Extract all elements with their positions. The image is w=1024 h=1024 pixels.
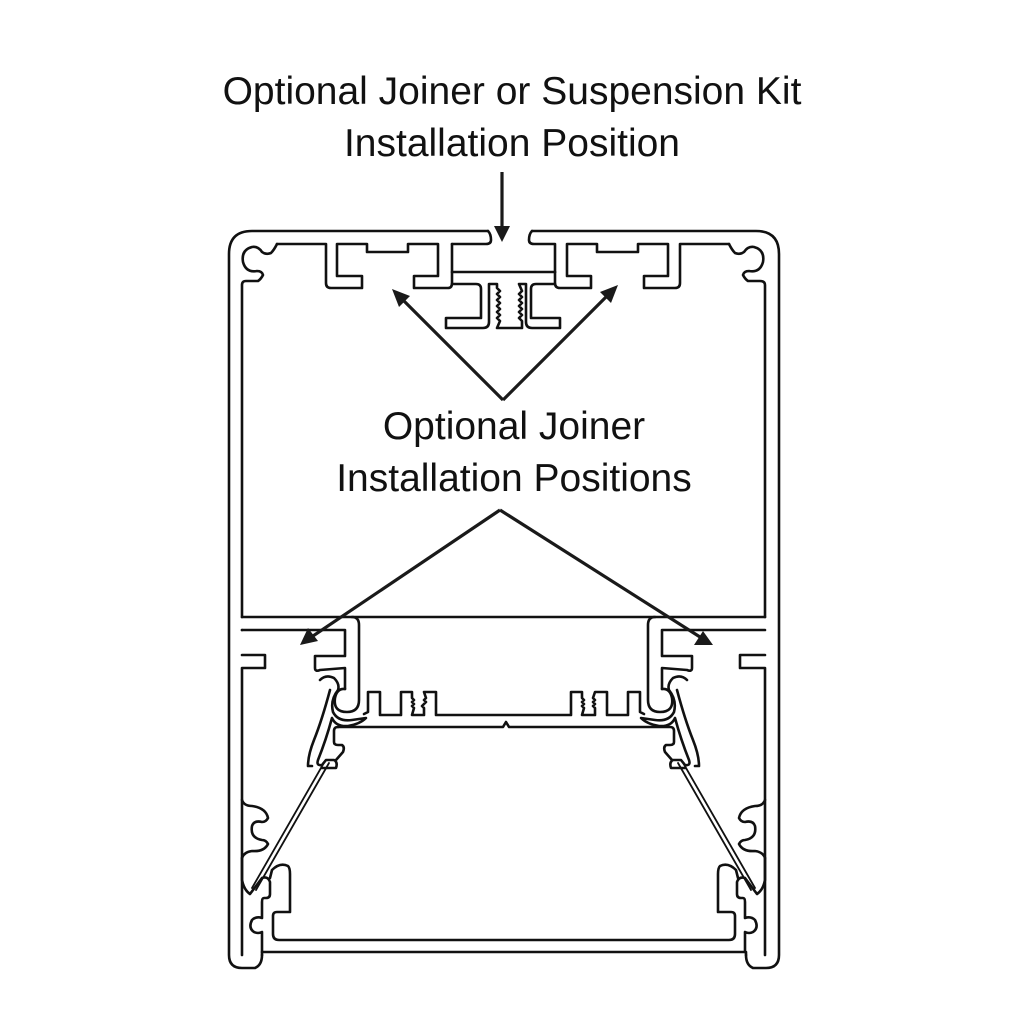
- arrow-lower-right-shaft: [499, 508, 701, 639]
- top-left-screw-boss: [240, 242, 279, 619]
- arrow-lower-left-head: [300, 628, 318, 645]
- top-inner-wall-right: [527, 229, 557, 274]
- right-lens-holder: [639, 675, 767, 954]
- upper-right-t-slot: [553, 242, 731, 290]
- arrow-upper-right-head: [600, 285, 618, 303]
- chamber-divider: [240, 615, 767, 957]
- top-label-line2: Installation Position: [344, 122, 680, 165]
- top-right-screw-boss: [727, 242, 767, 619]
- left-diffuser-lens-b: [255, 762, 330, 891]
- top-center-threaded-channel: [444, 282, 562, 330]
- outer-housing: [227, 229, 781, 970]
- lower-right-lens-clip: [735, 856, 767, 954]
- lower-left-lens-clip: [240, 856, 272, 954]
- middle-label-line2: Installation Positions: [336, 457, 692, 500]
- lower-right-t-slot: [660, 628, 767, 957]
- carrier-bottom-plate-left: [332, 725, 346, 762]
- lower-left-t-slot: [240, 628, 347, 957]
- top-label-line1: Optional Joiner or Suspension Kit: [223, 70, 802, 113]
- lower-left-clip-hook: [268, 863, 740, 942]
- right-arm-outer: [639, 675, 691, 770]
- top-inner-wall-left: [450, 229, 557, 274]
- outer-bottom-edge: [260, 950, 748, 957]
- arrow-upper-left-head: [392, 289, 410, 307]
- lower-left-screw-boss: [240, 798, 270, 860]
- left-lens-holder: [240, 675, 740, 954]
- left-arm-body: [306, 688, 332, 768]
- arrow-upper-right-shaft: [501, 291, 612, 402]
- lower-right-screw-boss: [737, 798, 767, 860]
- outer-frame-left: [227, 229, 490, 970]
- led-carrier: [332, 690, 676, 762]
- arrow-top-head: [494, 226, 510, 242]
- left-arm-outer: [316, 675, 368, 770]
- arrow-upper-left-shaft: [398, 295, 505, 402]
- outer-frame-right: [530, 229, 781, 970]
- carrier-top-fins: [362, 690, 646, 717]
- arrow-lower-left-shaft: [309, 508, 501, 640]
- right-arm-body: [675, 688, 701, 768]
- right-diffuser-lens-a: [681, 760, 756, 889]
- upper-left-t-slot: [275, 242, 454, 290]
- left-diffuser-lens-a: [251, 760, 326, 889]
- carrier-bottom-plate: [336, 720, 676, 762]
- right-diffuser-lens-b: [677, 762, 752, 891]
- arrow-lower-right-head: [694, 631, 713, 645]
- callout-arrows: [300, 172, 713, 645]
- middle-label-line1: Optional Joiner: [383, 405, 645, 448]
